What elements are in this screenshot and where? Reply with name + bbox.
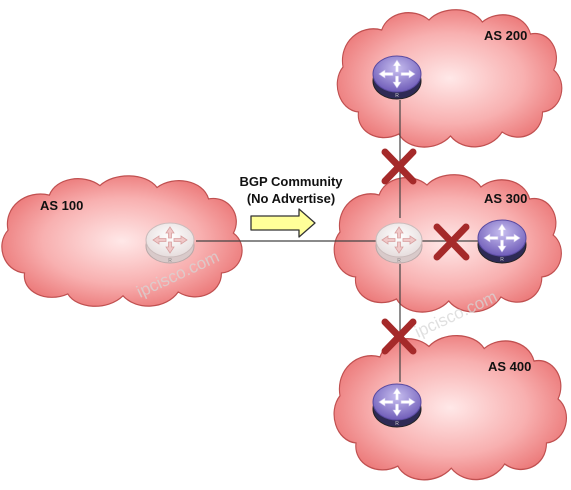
- as400-label: AS 400: [488, 359, 531, 374]
- blocked-cross-top: [381, 148, 417, 185]
- blocked-cross-right: [433, 223, 470, 261]
- as100-label: AS 100: [40, 198, 83, 213]
- as200-label: AS 200: [484, 28, 527, 43]
- cloud-as200: [336, 9, 563, 148]
- router-label: R: [500, 257, 504, 263]
- blocked-cross-bottom: [381, 318, 417, 355]
- as300-label: AS 300: [484, 191, 527, 206]
- router-arrows-icon: [378, 387, 416, 417]
- router-arrows-icon: [378, 59, 416, 89]
- router-as400[interactable]: R: [372, 383, 422, 428]
- router-label: R: [397, 258, 401, 264]
- router-as100[interactable]: R: [145, 222, 195, 264]
- router-label: R: [395, 93, 399, 99]
- router-label: R: [395, 421, 399, 427]
- router-arrows-icon: [381, 226, 417, 254]
- annotation-line2: (No Advertise): [247, 191, 335, 206]
- annotation-line1: BGP Community: [239, 174, 343, 189]
- right-arrow-icon: [250, 208, 316, 238]
- router-as300-purple[interactable]: R: [477, 219, 527, 264]
- cloud-as400: [333, 334, 568, 481]
- router-arrows-icon: [483, 223, 521, 253]
- router-label: R: [168, 258, 172, 264]
- router-as200[interactable]: R: [372, 55, 422, 100]
- router-as300[interactable]: R: [375, 222, 423, 264]
- router-arrows-icon: [152, 226, 188, 254]
